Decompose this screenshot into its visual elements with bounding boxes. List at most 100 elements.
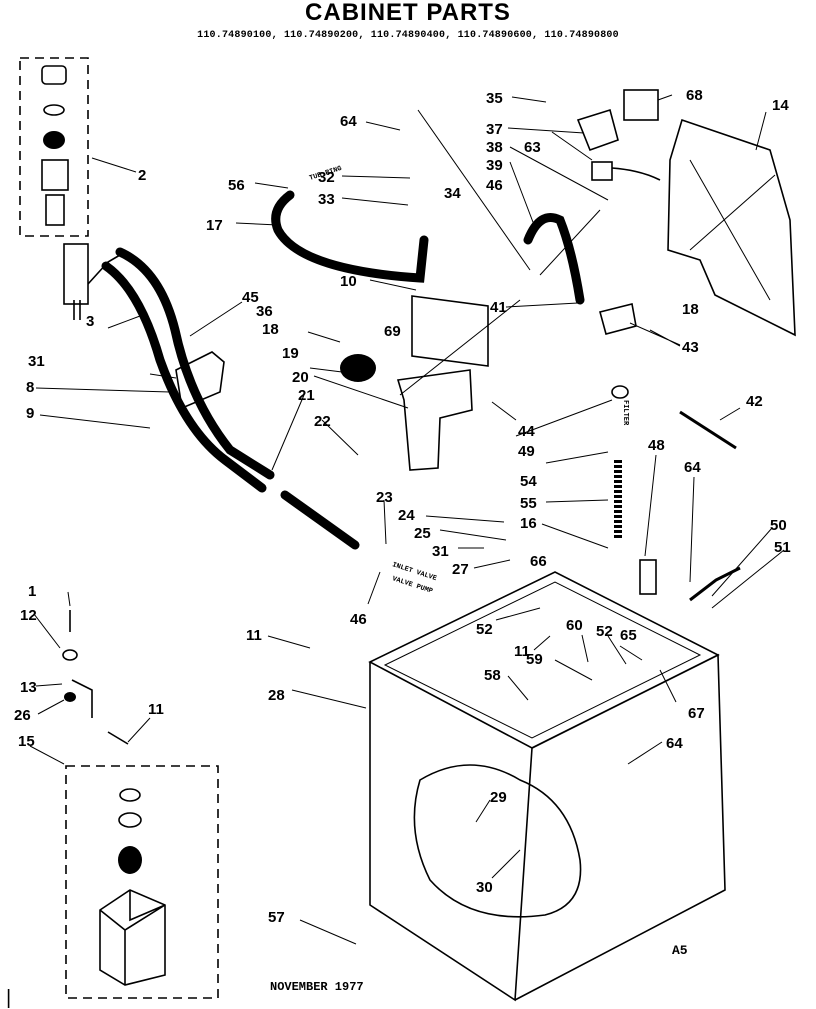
footer-date: NOVEMBER 1977	[270, 980, 364, 994]
callout-54: 54	[520, 473, 537, 490]
callout-13: 13	[20, 679, 37, 696]
callout-25: 25	[414, 525, 431, 542]
callout-11-left: 11	[148, 701, 164, 718]
callout-38: 38	[486, 139, 503, 156]
callout-50: 50	[770, 517, 787, 534]
callout-16: 16	[520, 515, 537, 532]
callout-31-mid: 31	[432, 543, 449, 560]
callout-67: 67	[688, 705, 705, 722]
part-49	[611, 385, 629, 399]
margin-mark: |	[6, 987, 12, 1009]
callout-8: 8	[26, 379, 34, 396]
callout-26: 26	[14, 707, 31, 724]
callout-46-top: 46	[486, 177, 503, 194]
callout-44: 44	[518, 423, 535, 440]
callout-69: 69	[384, 323, 401, 340]
part-17-hose	[271, 190, 429, 283]
model-numbers: 110.74890100, 110.74890200, 110.74890400…	[197, 30, 619, 41]
part-42	[679, 410, 737, 450]
callout-1: 1	[28, 583, 36, 600]
callout-68: 68	[686, 87, 703, 104]
callout-66: 66	[530, 553, 547, 570]
callout-leaders	[29, 94, 785, 945]
small-parts-left	[62, 610, 129, 745]
part-15-drawing	[99, 788, 166, 986]
callout-37: 37	[486, 121, 503, 138]
part-3-drain-hose	[63, 243, 121, 320]
part-14-panel	[667, 118, 796, 337]
part-20-bracket	[396, 369, 473, 471]
callout-17: 17	[206, 217, 223, 234]
callout-39: 39	[486, 157, 503, 174]
callout-27: 27	[452, 561, 469, 578]
callout-labels: 2 3 45 36 31 8 9 56 17 64 32 33 34 10 35…	[14, 87, 791, 926]
callout-11-center: 11	[514, 643, 530, 660]
callout-22: 22	[314, 413, 331, 430]
callout-32: 32	[318, 169, 335, 186]
callout-12: 12	[20, 607, 37, 624]
part-68	[623, 89, 659, 121]
callout-34: 34	[444, 185, 461, 202]
callout-43: 43	[682, 339, 699, 356]
callout-31: 31	[28, 353, 45, 370]
callout-63: 63	[524, 139, 541, 156]
part-14-ribs	[689, 159, 776, 301]
callout-14: 14	[772, 97, 789, 114]
sheet-id: A5	[672, 943, 688, 958]
callout-19: 19	[282, 345, 299, 362]
callout-3: 3	[86, 313, 94, 330]
callout-28: 28	[268, 687, 285, 704]
callout-58: 58	[484, 667, 501, 684]
hose-outer	[115, 247, 275, 480]
callout-41: 41	[490, 299, 507, 316]
callout-10: 10	[340, 273, 357, 290]
part-2-drawing	[41, 65, 69, 226]
page-title: CABINET PARTS	[305, 0, 511, 26]
part-10-plate	[411, 295, 489, 367]
callout-33: 33	[318, 191, 335, 208]
callout-51: 51	[774, 539, 791, 556]
kit-box-2	[19, 57, 89, 237]
callout-52-left: 52	[476, 621, 493, 638]
part-8-bracket	[175, 351, 225, 410]
callout-2: 2	[138, 167, 146, 184]
callout-64-top: 64	[340, 113, 357, 130]
callout-55: 55	[520, 495, 537, 512]
hose-inner	[101, 261, 267, 493]
callout-9: 9	[26, 405, 34, 422]
callout-20: 20	[292, 369, 309, 386]
callout-35: 35	[486, 90, 503, 107]
callout-64-bottom: 64	[666, 735, 683, 752]
callout-45: 45	[242, 289, 259, 306]
callout-24: 24	[398, 507, 415, 524]
callout-56: 56	[228, 177, 245, 194]
part-46-hose	[523, 213, 585, 305]
callout-46-bottom: 46	[350, 611, 367, 628]
callout-18-left: 18	[262, 321, 279, 338]
callout-52-right: 52	[596, 623, 613, 640]
callout-29: 29	[490, 789, 507, 806]
part-48	[639, 559, 657, 595]
part-37	[576, 108, 619, 152]
callout-49: 49	[518, 443, 535, 460]
part-63	[591, 161, 613, 181]
part-43	[599, 303, 637, 335]
kit-box-15	[65, 765, 219, 999]
callout-42: 42	[746, 393, 763, 410]
callout-23: 23	[376, 489, 393, 506]
callout-30: 30	[476, 879, 493, 896]
part-19	[340, 354, 376, 382]
callout-65: 65	[620, 627, 637, 644]
callout-11-cabinet: 11	[246, 627, 262, 644]
callout-21: 21	[298, 387, 315, 404]
callout-18-right: 18	[682, 301, 699, 318]
callout-57: 57	[268, 909, 285, 926]
callout-59: 59	[526, 651, 543, 668]
callout-36: 36	[256, 303, 273, 320]
part-28-cabinet	[368, 571, 726, 1002]
part-50	[689, 566, 741, 602]
callout-15: 15	[18, 733, 35, 750]
inlet-hose	[280, 490, 360, 550]
